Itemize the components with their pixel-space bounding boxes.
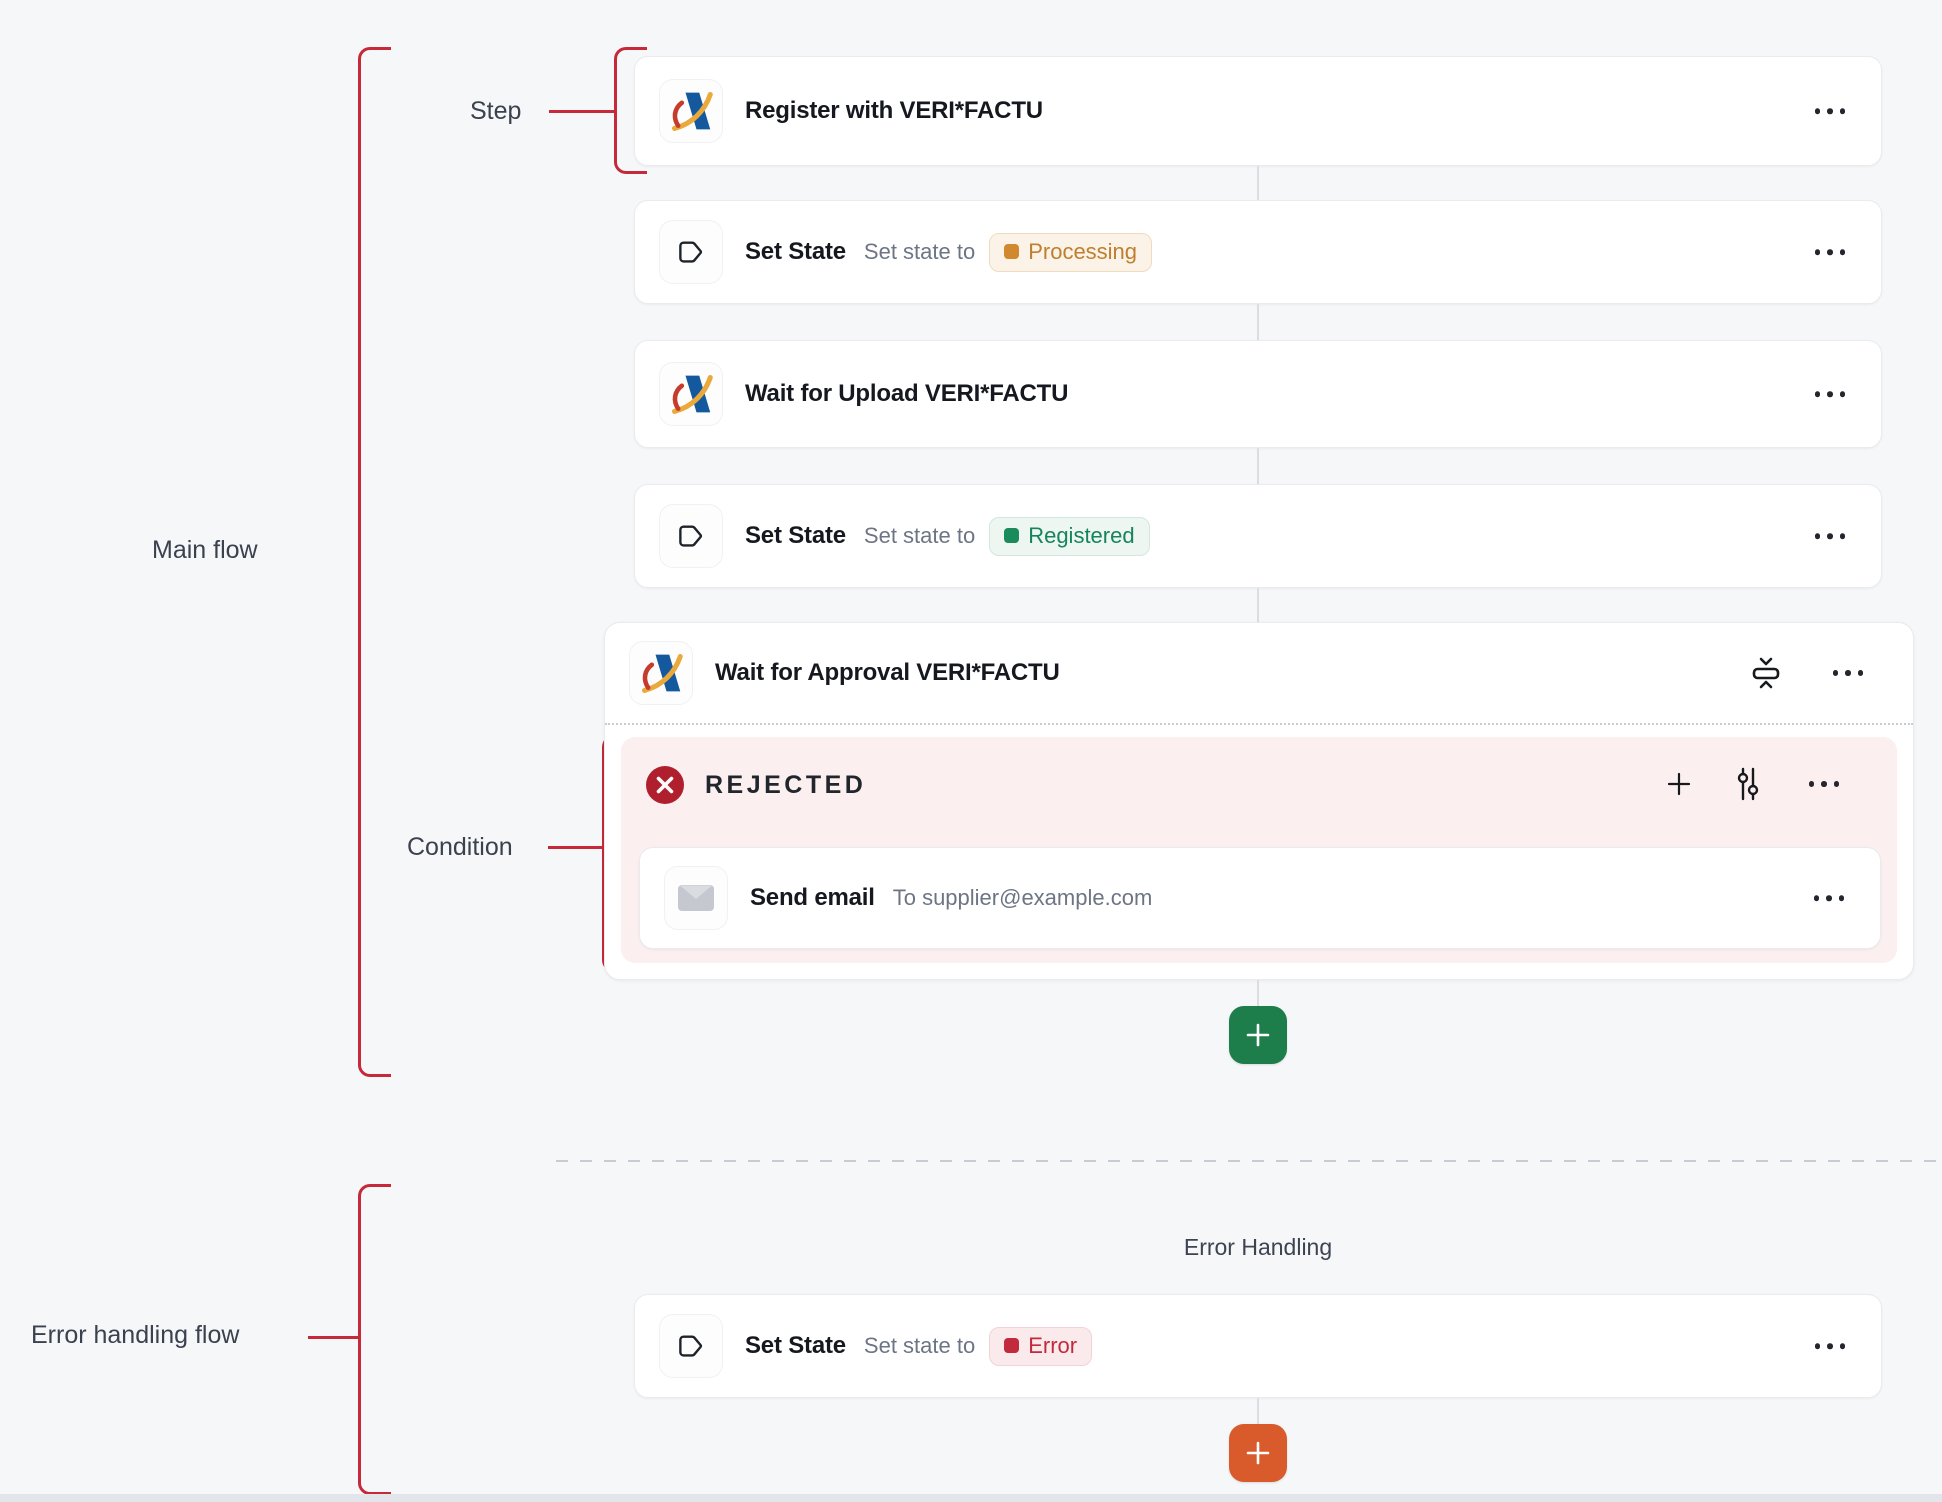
step-bracket xyxy=(614,47,647,174)
condition-branch-rejected: REJECTED xyxy=(621,737,1897,963)
state-badge-registered: Registered xyxy=(989,516,1150,556)
collapse-vertical-icon[interactable] xyxy=(1747,652,1785,694)
connector xyxy=(1257,448,1259,484)
badge-label: Processing xyxy=(1028,238,1138,264)
badge-square xyxy=(1004,244,1020,259)
step-subtitle: Set state to xyxy=(863,1333,976,1358)
connector xyxy=(1257,588,1259,622)
add-condition-button[interactable] xyxy=(1661,766,1697,802)
condition-pointer-line xyxy=(548,846,602,849)
error-flow-bracket xyxy=(358,1184,391,1495)
step-title: Register with VERI*FACTU xyxy=(745,97,1043,124)
step-card-send-email[interactable]: Send email To supplier@example.com xyxy=(639,847,1881,949)
condition-header[interactable]: REJECTED xyxy=(645,765,866,805)
error-section-title: Error Handling xyxy=(1183,1234,1333,1260)
step-card-set-state-processing[interactable]: Set State Set state to Processing xyxy=(634,200,1882,304)
step-pointer-line xyxy=(549,110,614,113)
connector xyxy=(1257,980,1259,1006)
aeat-logo-icon xyxy=(659,79,723,143)
step-card-set-state-error[interactable]: Set State Set state to Error xyxy=(634,1294,1882,1398)
connector xyxy=(1257,1398,1259,1424)
step-subtitle: Set state to xyxy=(863,523,976,548)
condition-name: REJECTED xyxy=(705,770,867,799)
add-error-step-button[interactable] xyxy=(1229,1424,1287,1482)
step-card-wait-upload[interactable]: Wait for Upload VERI*FACTU xyxy=(634,340,1882,448)
more-options-button[interactable] xyxy=(1804,885,1855,911)
step-title: Wait for Approval VERI*FACTU xyxy=(715,659,1060,686)
badge-label: Error xyxy=(1028,1332,1078,1358)
state-badge-processing: Processing xyxy=(989,232,1153,272)
aeat-logo-icon xyxy=(659,362,723,426)
add-step-button[interactable] xyxy=(1229,1006,1287,1064)
more-options-button[interactable] xyxy=(1805,239,1856,265)
section-divider xyxy=(556,1160,1942,1162)
step-card-set-state-registered[interactable]: Set State Set state to Registered xyxy=(634,484,1882,588)
step-title: Send email xyxy=(750,884,875,911)
aeat-logo-icon xyxy=(629,641,693,705)
error-flow-label: Error handling flow xyxy=(31,1321,240,1349)
envelope-icon xyxy=(664,866,728,930)
connector xyxy=(1257,166,1259,200)
collapse-divider xyxy=(605,723,1913,725)
state-badge-error: Error xyxy=(989,1326,1093,1366)
connector xyxy=(1257,304,1259,340)
main-flow-bracket xyxy=(358,47,391,1077)
step-subtitle: Set state to xyxy=(863,239,976,264)
more-options-button[interactable] xyxy=(1805,523,1856,549)
error-flow-pointer-line xyxy=(308,1336,358,1339)
more-options-button[interactable] xyxy=(1823,660,1874,686)
approval-header[interactable]: Wait for Approval VERI*FACTU xyxy=(605,623,1913,723)
step-title: Wait for Upload VERI*FACTU xyxy=(745,380,1069,407)
step-title: Set State xyxy=(745,238,846,265)
tag-icon xyxy=(659,504,723,568)
sliders-icon[interactable] xyxy=(1731,763,1765,805)
badge-square xyxy=(1004,1338,1020,1353)
more-options-button[interactable] xyxy=(1805,1333,1856,1359)
more-options-button[interactable] xyxy=(1799,771,1850,797)
x-circle-icon xyxy=(646,766,684,804)
badge-square xyxy=(1004,528,1020,543)
step-card-register[interactable]: Register with VERI*FACTU xyxy=(634,56,1882,166)
badge-label: Registered xyxy=(1028,522,1135,548)
step-label: Step xyxy=(470,97,522,125)
step-title: Set State xyxy=(745,522,846,549)
tag-icon xyxy=(659,1314,723,1378)
condition-label: Condition xyxy=(407,833,513,861)
step-subtitle: To supplier@example.com xyxy=(892,885,1153,910)
step-card-wait-approval[interactable]: Wait for Approval VERI*FACTU REJECTED xyxy=(604,622,1914,980)
tag-icon xyxy=(659,220,723,284)
more-options-button[interactable] xyxy=(1805,98,1856,124)
more-options-button[interactable] xyxy=(1805,381,1856,407)
canvas-bottom-edge xyxy=(0,1494,1942,1502)
main-flow-label: Main flow xyxy=(152,536,258,564)
step-title: Set State xyxy=(745,1332,846,1359)
